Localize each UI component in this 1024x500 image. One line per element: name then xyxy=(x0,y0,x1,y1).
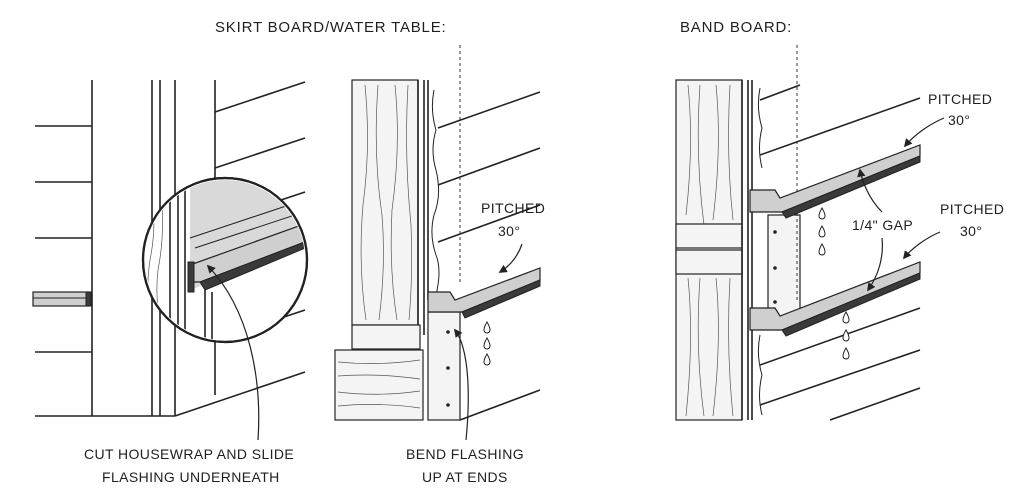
band-pitched-top-label: PITCHED xyxy=(928,91,992,107)
band-angle-bottom-label: 30° xyxy=(960,223,982,239)
housewrap-callout-line2: FLASHING UNDERNEATH xyxy=(102,469,280,485)
bend-flashing-callout-line2: UP AT ENDS xyxy=(422,469,508,485)
bend-flashing-callout-line1: BEND FLASHING xyxy=(406,446,524,462)
housewrap-callout-line1: CUT HOUSEWRAP AND SLIDE xyxy=(84,446,294,462)
skirt-pitched-label: PITCHED xyxy=(481,200,545,216)
corner-detail-panel xyxy=(32,80,309,441)
band-board-title: BAND BOARD: xyxy=(680,19,792,36)
band-angle-top-label: 30° xyxy=(948,112,970,128)
skirt-board-title: SKIRT BOARD/WATER TABLE: xyxy=(215,19,446,36)
band-pitched-bottom-label: PITCHED xyxy=(940,201,1004,217)
band-board-section xyxy=(675,45,945,421)
skirt-angle-label: 30° xyxy=(498,223,520,239)
skirt-board-section xyxy=(334,45,541,441)
gap-label: 1/4" GAP xyxy=(852,217,913,233)
